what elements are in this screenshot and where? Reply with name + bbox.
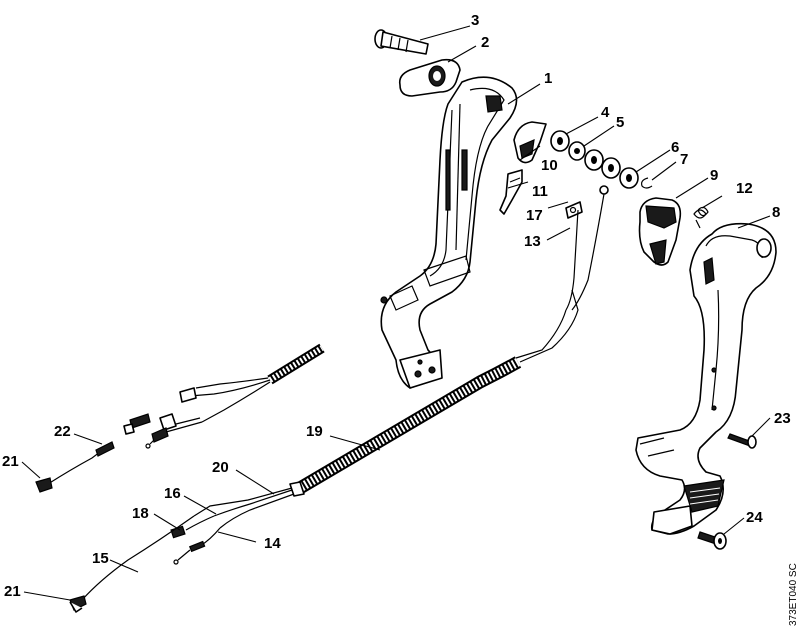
ball <box>599 185 609 195</box>
part-22-wire <box>47 441 115 485</box>
callout-20: 20 <box>212 459 229 476</box>
part-18-connector <box>170 525 186 539</box>
callout-17: 17 <box>526 207 543 224</box>
callout-9: 9 <box>710 167 718 184</box>
callout-24: 24 <box>746 509 763 526</box>
callout-16: 16 <box>164 485 181 502</box>
callout-14: 14 <box>264 535 281 552</box>
callout-10: 10 <box>541 157 558 174</box>
callout-7: 7 <box>680 151 688 168</box>
old-wire-harness <box>123 343 325 449</box>
leader-lines <box>21 25 771 601</box>
part-8-handle-half <box>635 222 777 535</box>
callout-1: 1 <box>544 70 552 87</box>
part-13-wires <box>515 193 605 363</box>
callout-13: 13 <box>524 233 541 250</box>
part-17-terminal <box>565 201 583 219</box>
part-4-washer <box>550 130 570 152</box>
part-19-conduit-hose <box>289 356 522 497</box>
callouts: 3 2 1 4 5 6 7 8 9 12 10 11 17 13 19 20 1… <box>2 12 791 600</box>
callout-15: 15 <box>92 550 109 567</box>
part-21-terminal-upper <box>35 477 53 493</box>
callout-18: 18 <box>132 505 149 522</box>
callout-19: 19 <box>306 423 323 440</box>
callout-5: 5 <box>616 114 624 131</box>
part-20-wire-bundle <box>193 487 295 529</box>
callout-21-lower: 21 <box>4 583 21 600</box>
part-1-handle-housing <box>380 76 518 389</box>
part-11-clip <box>499 169 523 215</box>
part-16-wire <box>185 515 215 531</box>
part-3-screw <box>374 29 429 55</box>
part-7-circlip <box>641 177 653 189</box>
part-10-lever <box>513 121 547 164</box>
part-6-washer <box>619 167 639 189</box>
part-14-wire <box>173 527 221 565</box>
part-5-washers <box>568 141 621 179</box>
part-23-screw <box>727 433 757 449</box>
callout-22: 22 <box>54 423 71 440</box>
callout-2: 2 <box>481 34 489 51</box>
diagram-code: 373ET040 SC <box>788 563 799 626</box>
callout-21-upper: 21 <box>2 453 19 470</box>
part-24-screw <box>697 531 727 550</box>
callout-4: 4 <box>601 104 610 121</box>
callout-6: 6 <box>671 139 679 156</box>
callout-11: 11 <box>532 183 548 200</box>
part-2-bracket <box>398 58 461 97</box>
callout-23: 23 <box>774 410 791 427</box>
part-12-spring <box>693 206 709 229</box>
part-21-terminal-lower <box>69 595 87 613</box>
part-9-switch <box>638 197 682 266</box>
callout-8: 8 <box>772 204 780 221</box>
part-15-wire <box>81 515 195 601</box>
callout-12: 12 <box>736 180 753 197</box>
callout-3: 3 <box>471 12 479 29</box>
